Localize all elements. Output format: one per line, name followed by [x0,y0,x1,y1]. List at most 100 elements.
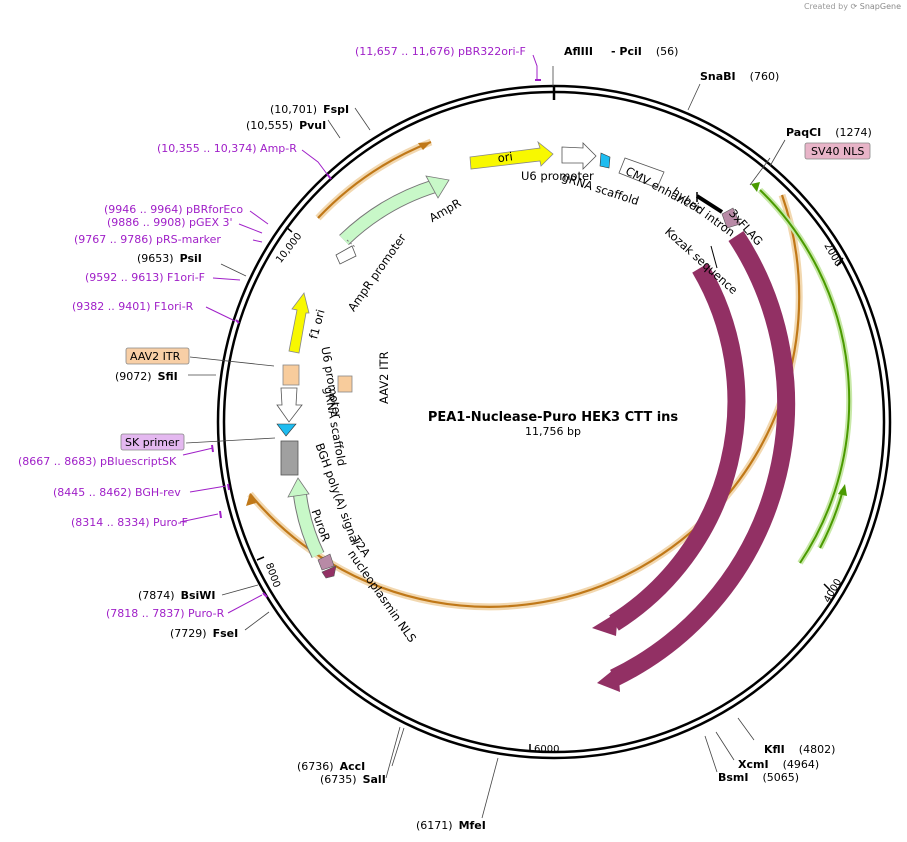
aav2-itr-label: AAV2 ITR [377,351,391,404]
primer-line [227,594,263,614]
snapgene-credit: Created by ⟳ SnapGene [804,2,901,11]
primer-label: (8314 .. 8334) Puro-F [71,516,188,529]
hybrid-intron-bar [695,194,724,214]
sv40-nls-box [804,142,871,160]
primer-mark [211,444,214,453]
tick-mark [285,226,293,233]
arrow-head [838,484,847,496]
ampr-arrow [339,180,437,245]
dotted-separator [346,239,356,248]
tick-mark [823,583,831,591]
primer-label: (9946 .. 9964) pBRforEco [104,203,243,216]
u6-promoter-arrow-left [276,387,303,423]
credit-prefix: Created by [803,2,848,11]
plasmid-name: PEA1-Nuclease-Puro HEK3 CTT ins [428,410,679,425]
primer-label: (9767 .. 9786) pRS-marker [74,233,221,246]
tick-label: 8000 [263,562,282,590]
site-label: (7874)BsiWI [138,589,216,602]
leader-line [189,356,275,367]
leader-line [220,263,247,277]
primer-label: (11,657 .. 11,676) pBR322ori-F [355,45,526,58]
site-label: (6735)SalI [320,773,386,786]
leader-line [687,83,701,111]
leader-line [481,757,499,819]
primer-line [249,210,269,225]
aav2-itr-box [282,364,300,386]
leader-line [715,731,735,761]
primer-mark [326,173,332,180]
sv40-nls-label: SV40 NLS [811,145,864,158]
leader-line [737,717,755,741]
tick-label: 6000 [534,744,559,755]
site-label: (10,555)PvuI [246,119,326,132]
primer-line [301,149,328,175]
primer-mark [227,483,230,491]
ampr-promoter-arrow [335,245,357,265]
arrow-head [597,666,620,692]
ori-label: ori [497,149,514,165]
primer-label: (10,355 .. 10,374) Amp-R [157,142,297,155]
primer-line [252,239,263,243]
outer-feature-arc [317,140,432,219]
gRNA-scaffold-arrow-left [276,423,297,437]
flag-box [721,207,741,229]
leader-line [354,107,371,131]
primer-mark [235,319,240,324]
aav2-itr-tag [125,347,190,365]
cas9-arc-outer [610,231,796,687]
tick-label: 4000 [822,577,844,605]
cas9-arc-inner [609,263,746,631]
nls-box [321,565,337,579]
outer-arcs [246,138,853,611]
credit-brand: SnapGene [859,2,901,11]
site-label: (6171)MfeI [416,819,486,832]
primer-labels: (11,657 .. 11,676) pBR322ori-F (10,355 .… [18,45,526,620]
primer-line [532,54,538,79]
primer-mark [219,510,222,519]
site-label: AflIII [564,45,593,58]
tick-mark [256,556,265,561]
leader-line [704,735,718,773]
primer-line [238,223,263,234]
site-label: SnaBI(760) [700,70,779,83]
gRNA-scaffold-arrow [599,152,611,169]
tick-mark [836,257,844,267]
snapgene-logo-icon: ⟳ [850,2,858,11]
aav2-itr-tag-label: AAV2 ITR [130,350,181,363]
primer-label: (9382 .. 9401) F1ori-R [72,300,194,313]
leader-line [244,611,270,631]
primer-line [182,447,214,456]
leader-line [385,726,401,779]
site-label: - PciI(56) [611,45,678,58]
upper-features: ori U6 promoter gRNA scaffold CMV enhanc… [469,140,766,297]
outer-feature-arc [315,138,433,221]
site-leaders [185,66,786,819]
cas9-features: Cas9 Cas9 [592,231,818,692]
leader-line [769,139,786,167]
primer-label: (9886 .. 9908) pGEX 3' [107,216,233,229]
site-label: KflI(4802) [764,743,835,756]
site-label: (9072)SfiI [115,370,178,383]
primer-label: (8445 .. 8462) BGH-rev [53,486,181,499]
site-label: XcmI(4964) [738,758,819,771]
kozak-tick [710,245,718,269]
site-label: (10,701)FspI [270,103,349,116]
flag-region [695,192,741,269]
bgh-polya-box [280,440,299,476]
sk-primer-tag [120,433,185,451]
ampr-label: AmpR [427,196,464,225]
ori-arrow [469,140,554,170]
u6-promoter-arrow [561,142,597,170]
primer-label: (8667 .. 8683) pBluescriptSK [18,455,177,468]
green-arc [759,189,851,564]
cmv-enhancer-box [618,157,665,189]
site-label: (6736)AccI [297,760,365,773]
backbone [216,84,892,760]
arrow-head [418,142,431,150]
boxed-labels: SV40 NLS AAV2 ITR SK primer [120,142,871,451]
primer-line [205,306,236,322]
primer-line [179,513,219,523]
cas9-label-outer: Cas9 [797,478,818,508]
site-label: BsmI(5065) [718,771,799,784]
